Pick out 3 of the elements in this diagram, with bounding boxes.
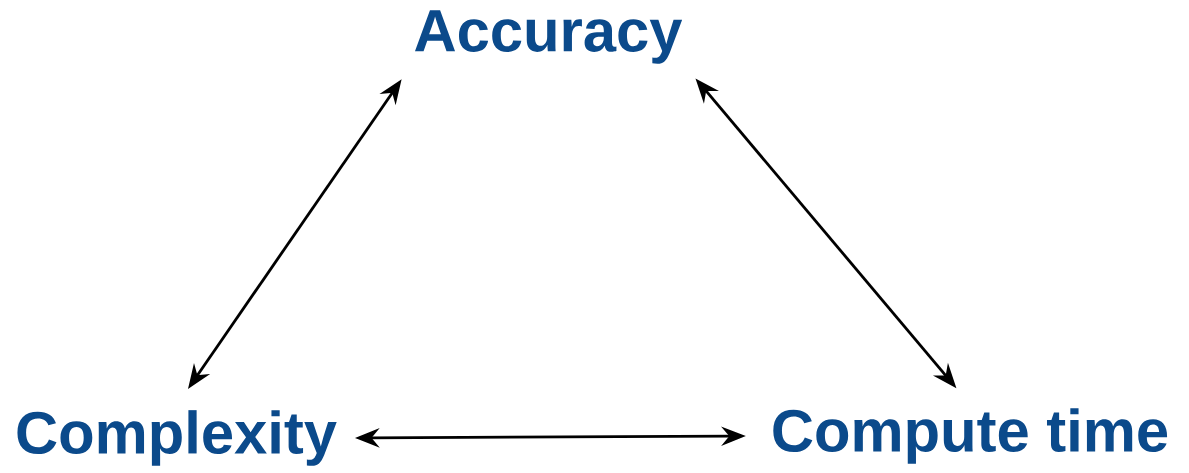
node-label: Complexity	[17, 410, 337, 466]
node-label: Accuracy	[414, 10, 683, 64]
node-label: Compute time	[773, 408, 1168, 464]
